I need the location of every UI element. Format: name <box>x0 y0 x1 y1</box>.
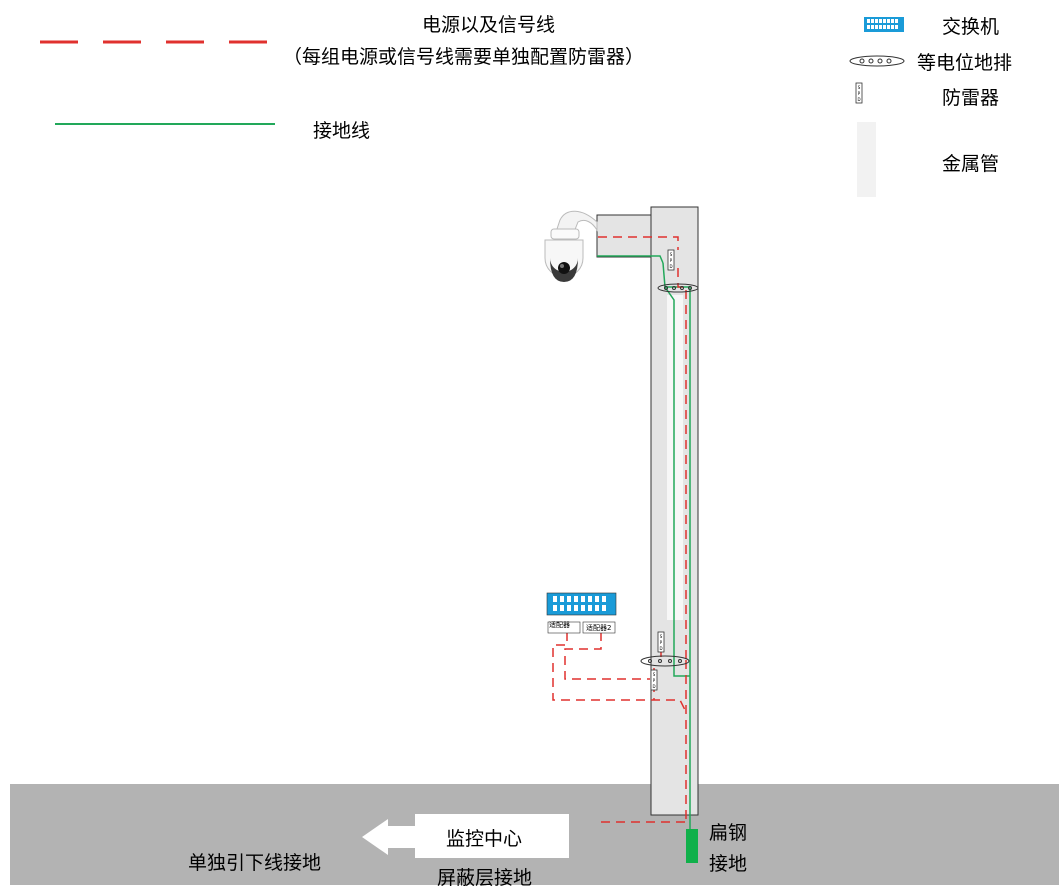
metal-pipe <box>667 295 683 620</box>
adapter-2-label: 适配器2 <box>586 624 612 632</box>
svg-text:P: P <box>653 678 656 683</box>
camera-arm <box>596 214 652 258</box>
left-arrow-icon <box>362 819 415 855</box>
flat-steel-ground-label-1: 扁钢 <box>709 822 748 844</box>
adapter-2-box <box>582 621 616 634</box>
monitoring-center-box <box>415 814 569 858</box>
separate-downlead-ground-label: 单独引下线接地 <box>188 852 322 874</box>
svg-text:P: P <box>858 91 861 96</box>
flat-steel-ground <box>686 829 698 863</box>
svg-text:D: D <box>857 97 860 102</box>
flat-steel-ground-label-2: 接地 <box>709 853 748 875</box>
legend-switch-label: 交换机 <box>942 16 1000 38</box>
legend-metal-pipe-label: 金属管 <box>942 153 1000 175</box>
dome-camera-icon <box>544 210 598 282</box>
legend-power-signal-line-note: （每组电源或信号线需要单独配置防雷器） <box>283 46 645 68</box>
legend-surge-protector-label: 防雷器 <box>942 87 1000 109</box>
svg-text:D: D <box>652 684 655 689</box>
adapter-1-box <box>547 621 581 634</box>
upper-equipotential-bar-icon <box>657 283 699 293</box>
adapter-1-label: 适配器 <box>549 621 570 629</box>
svg-text:S: S <box>653 672 656 677</box>
switch-icon <box>546 592 617 616</box>
legend-switch-icon <box>864 17 904 32</box>
svg-text:D: D <box>659 646 662 651</box>
legend-equipotential-bar-icon <box>849 55 905 67</box>
shield-ground-label: 屏蔽层接地 <box>437 867 533 889</box>
monitoring-center-label: 监控中心 <box>446 828 523 850</box>
legend-metal-pipe-icon <box>857 122 876 197</box>
svg-text:P: P <box>670 258 673 263</box>
svg-text:S: S <box>670 252 673 257</box>
legend-power-signal-line-title: 电源以及信号线 <box>422 14 556 36</box>
lower-surge-protector-2-icon: S P D <box>650 669 658 691</box>
legend-surge-protector-icon: S P D <box>855 82 863 104</box>
legend-equipotential-bar-label: 等电位地排 <box>917 52 1013 74</box>
lower-surge-protector-1-icon: S P D <box>657 631 665 653</box>
svg-text:S: S <box>858 85 861 90</box>
lower-equipotential-bar-icon <box>640 655 690 667</box>
svg-text:P: P <box>660 640 663 645</box>
legend-ground-line-label: 接地线 <box>313 120 371 142</box>
svg-text:D: D <box>669 264 672 269</box>
upper-surge-protector-icon: S P D <box>667 249 675 271</box>
svg-text:S: S <box>660 634 663 639</box>
